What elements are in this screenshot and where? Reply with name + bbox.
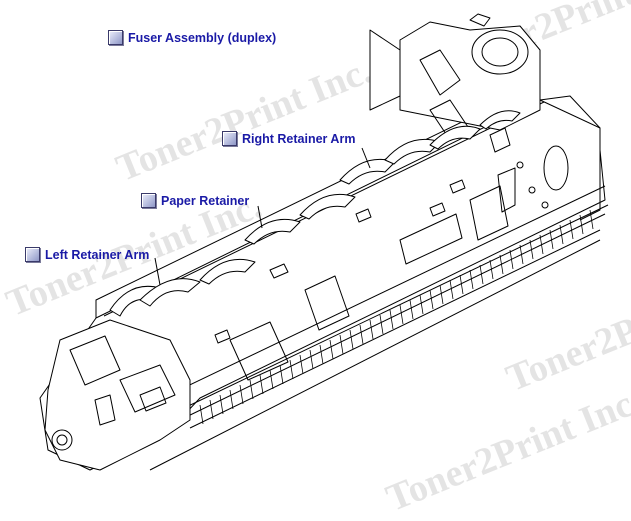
callout-label[interactable]: Right Retainer Arm bbox=[242, 131, 356, 146]
callout-label[interactable]: Paper Retainer bbox=[161, 193, 250, 208]
callout-button-icon[interactable] bbox=[141, 193, 156, 208]
callout-label[interactable]: Fuser Assembly (duplex) bbox=[128, 30, 277, 45]
callout-fuser-assembly[interactable]: Fuser Assembly (duplex) bbox=[108, 30, 276, 45]
callout-button-icon[interactable] bbox=[222, 131, 237, 146]
callout-right-retainer-arm[interactable]: Right Retainer Arm bbox=[222, 131, 355, 146]
fuser-assembly-drawing bbox=[39, 13, 609, 471]
callout-paper-retainer[interactable]: Paper Retainer bbox=[141, 193, 249, 208]
callout-label[interactable]: Left Retainer Arm bbox=[45, 247, 150, 262]
callout-button-icon[interactable] bbox=[25, 247, 40, 262]
callout-left-retainer-arm[interactable]: Left Retainer Arm bbox=[25, 247, 149, 262]
callout-button-icon[interactable] bbox=[108, 30, 123, 45]
